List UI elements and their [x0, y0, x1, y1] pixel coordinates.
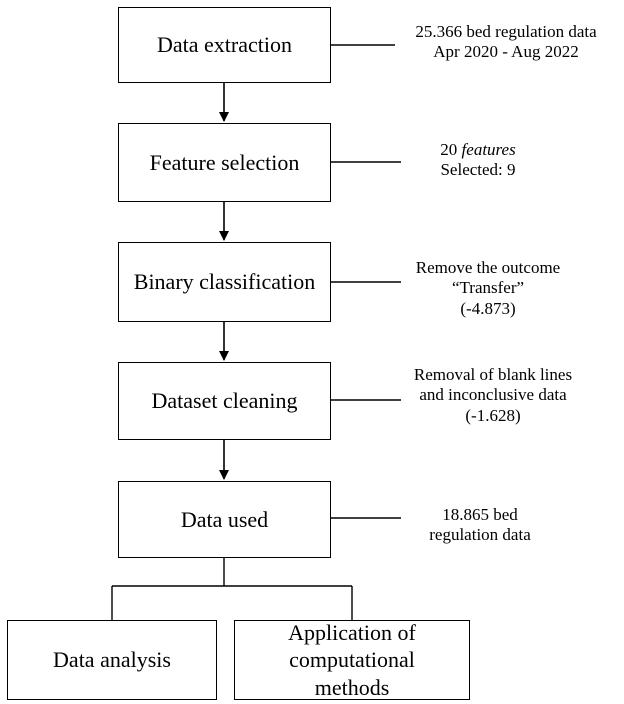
output-computational-methods: Application of computational methods [234, 620, 470, 700]
step-label: Feature selection [149, 149, 300, 175]
note-binary-classification: Remove the outcome “Transfer” (-4.873) [393, 258, 583, 319]
note-feature-selection: 20 features Selected: 9 [398, 140, 558, 181]
note-line: 20 features [398, 140, 558, 160]
note-line: Remove the outcome [415, 258, 561, 277]
step-label: Data used [180, 506, 269, 532]
output-label-line: Application of [288, 619, 416, 645]
step-label: Data extraction [157, 32, 292, 58]
output-label-line: methods [314, 674, 390, 700]
step-data-extraction: Data extraction [118, 7, 331, 83]
output-label-line: computational [289, 647, 415, 673]
note-line: (-1.628) [465, 405, 521, 425]
note-dataset-cleaning: Removal of blank lines and inconclusive … [388, 365, 598, 426]
output-data-analysis: Data analysis [7, 620, 217, 700]
note-count: 20 [440, 140, 462, 159]
note-line: Apr 2020 - Aug 2022 [433, 42, 579, 62]
note-line: Removal of blank lines [413, 365, 573, 384]
note-line: Selected: 9 [440, 160, 516, 180]
step-feature-selection: Feature selection [118, 123, 331, 202]
note-line: regulation data [429, 525, 531, 545]
note-line: (-4.873) [460, 298, 516, 318]
step-label: Dataset cleaning [151, 388, 298, 414]
note-data-used: 18.865 bed regulation data [405, 505, 555, 546]
step-label: Binary classification [133, 269, 316, 295]
step-data-used: Data used [118, 481, 331, 558]
note-line: 18.865 bed [442, 505, 518, 524]
step-binary-classification: Binary classification [118, 242, 331, 322]
output-label: Data analysis [53, 647, 171, 673]
note-italic-word: features [461, 140, 516, 159]
note-line: “Transfer” [451, 278, 525, 298]
note-line: and inconclusive data [419, 385, 567, 405]
note-line: 25.366 bed regulation data [415, 22, 597, 41]
note-data-extraction: 25.366 bed regulation data Apr 2020 - Au… [398, 22, 614, 63]
step-dataset-cleaning: Dataset cleaning [118, 362, 331, 440]
